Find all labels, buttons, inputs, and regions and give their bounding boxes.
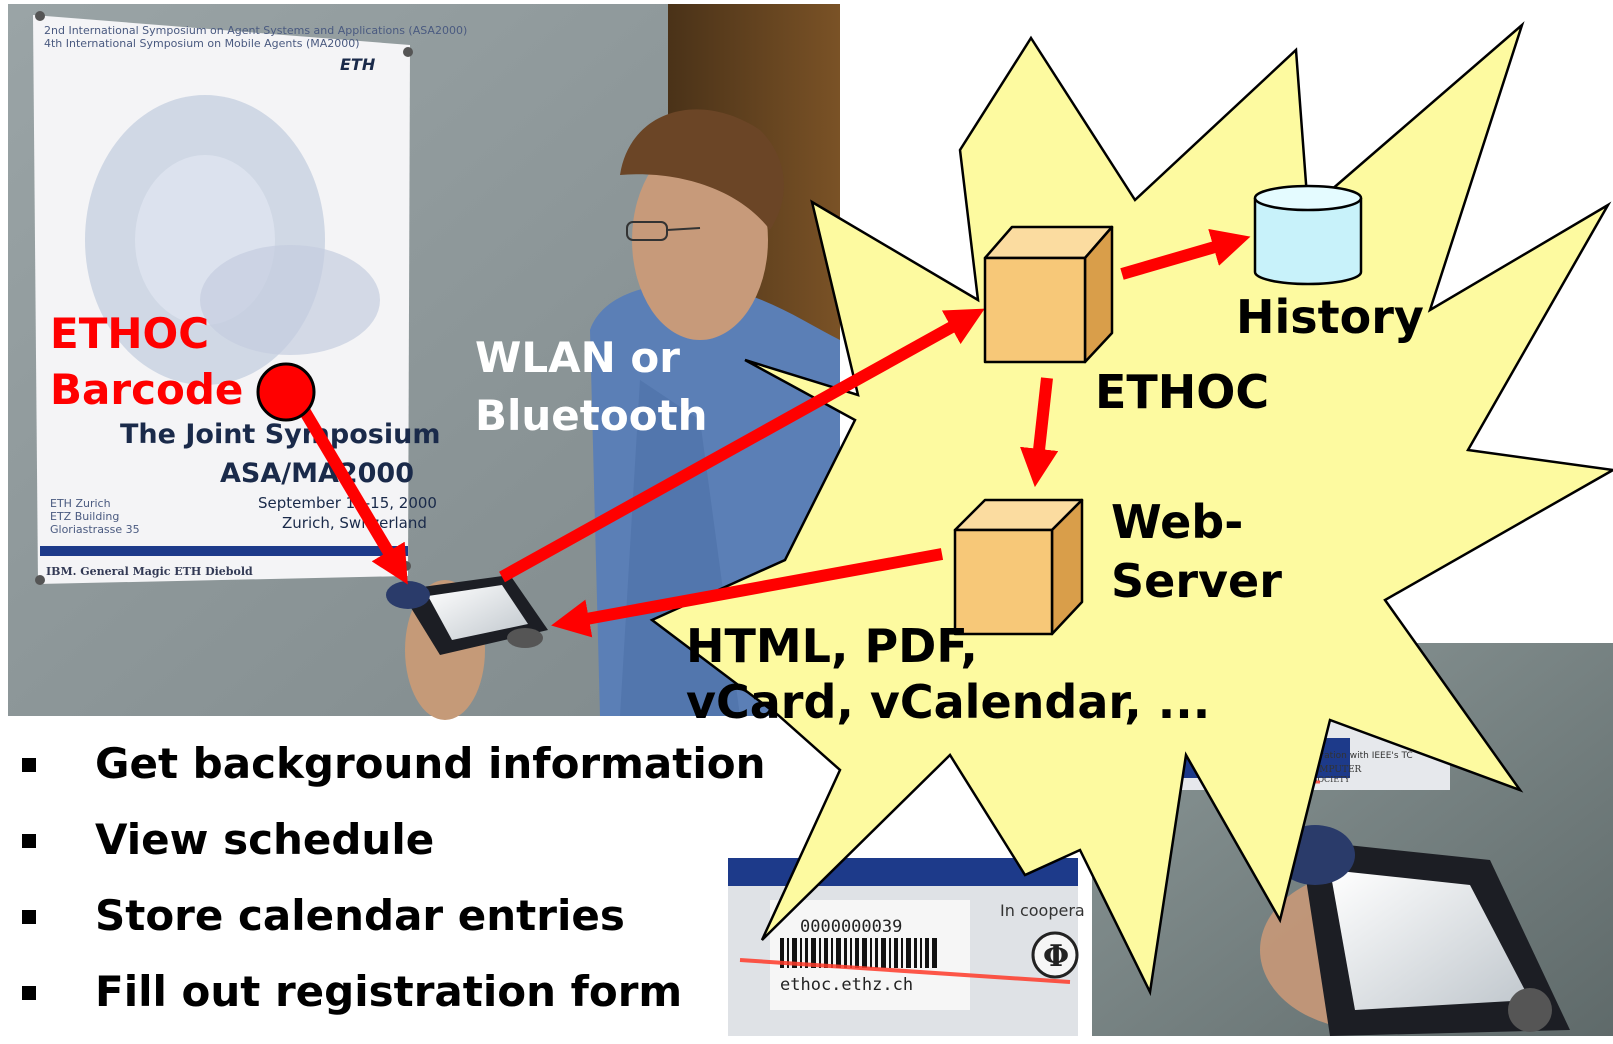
main-photo: 2nd International Symposium on Agent Sys… [8, 4, 840, 720]
label-web-server-1: Web- [1111, 495, 1243, 549]
svg-text:Φ: Φ [1043, 939, 1069, 974]
poster-eth-logo: ETH [340, 55, 376, 74]
poster-venue-2: ETZ Building [50, 510, 119, 523]
bullet-square-icon [22, 986, 36, 1000]
label-web-server-2: Server [1111, 554, 1282, 608]
arrow-ethoc-to-history [1120, 228, 1251, 280]
arrow-ethoc-to-webserver [1020, 377, 1059, 488]
barcode-stripes [780, 938, 937, 968]
bullet-square-icon [22, 910, 36, 924]
web-server-cube-icon [953, 498, 1084, 636]
bullet-square-icon [22, 834, 36, 848]
label-wireless-2: Bluetooth [475, 391, 708, 440]
poster-header-1: 2nd International Symposium on Agent Sys… [44, 24, 467, 37]
bullet-item: View schedule [22, 816, 765, 892]
label-ethoc-barcode-1: ETHOC [50, 309, 209, 358]
bullet-text: Store calendar entries [95, 891, 625, 940]
poster-date-2: Zurich, Switzerland [282, 514, 427, 532]
closeup-coop-text: In cooperation with IEEE's TC [1282, 751, 1413, 761]
poster-sponsors: IBM. General Magic ETH Diebold [46, 565, 253, 578]
ieee-logo-icon [1031, 931, 1079, 979]
poster-title-2: ASA/MA2000 [220, 458, 414, 489]
poster-title-1: The Joint Symposium [120, 419, 440, 450]
label-wireless-1: WLAN or [475, 333, 680, 382]
bullet-text: View schedule [95, 815, 435, 864]
barcode-closeup-photo: 0000000039 [728, 858, 1085, 1036]
arrow-webserver-to-device [551, 548, 944, 638]
barcode-number: 0000000039 [800, 917, 902, 937]
barcode-coop-text: In coopera [1000, 901, 1085, 920]
conference-poster: 2nd International Symposium on Agent Sys… [33, 11, 467, 585]
poster-venue-3: Gloriastrasse 35 [50, 523, 140, 536]
starburst-shape [649, 21, 1613, 997]
bullet-text: Get background information [95, 739, 766, 788]
history-database-icon [1253, 184, 1363, 286]
bullet-item: Fill out registration form [22, 968, 765, 1044]
barcode-url: ethoc.ethz.ch [780, 975, 913, 995]
closeup-society-1: COMPUTER [1305, 765, 1362, 775]
label-ethoc-barcode-2: Barcode [50, 365, 243, 414]
label-formats-1: HTML, PDF, [686, 619, 978, 673]
closeup-society-2: SOCIETY [1312, 775, 1350, 784]
arrow-barcode-to-device [289, 391, 408, 585]
arrow-device-to-ethoc [499, 308, 985, 583]
label-formats-2: vCard, vCalendar, ... [686, 675, 1210, 729]
feature-bullet-list: Get background information View schedule… [22, 740, 765, 1044]
label-ethoc: ETHOC [1095, 365, 1269, 419]
poster-venue-1: ETH Zurich [50, 497, 111, 510]
poster-date-1: September 13-15, 2000 [258, 494, 437, 512]
bullet-item: Get background information [22, 740, 765, 816]
bullet-item: Store calendar entries [22, 892, 765, 968]
poster-header-2: 4th International Symposium on Mobile Ag… [44, 37, 360, 50]
bullet-text: Fill out registration form [95, 967, 683, 1016]
handheld-device-photo [386, 575, 548, 720]
label-history: History [1236, 290, 1424, 344]
bullet-square-icon [22, 758, 36, 772]
ethoc-server-cube-icon [983, 225, 1114, 364]
barcode-marker-dot [256, 362, 316, 422]
